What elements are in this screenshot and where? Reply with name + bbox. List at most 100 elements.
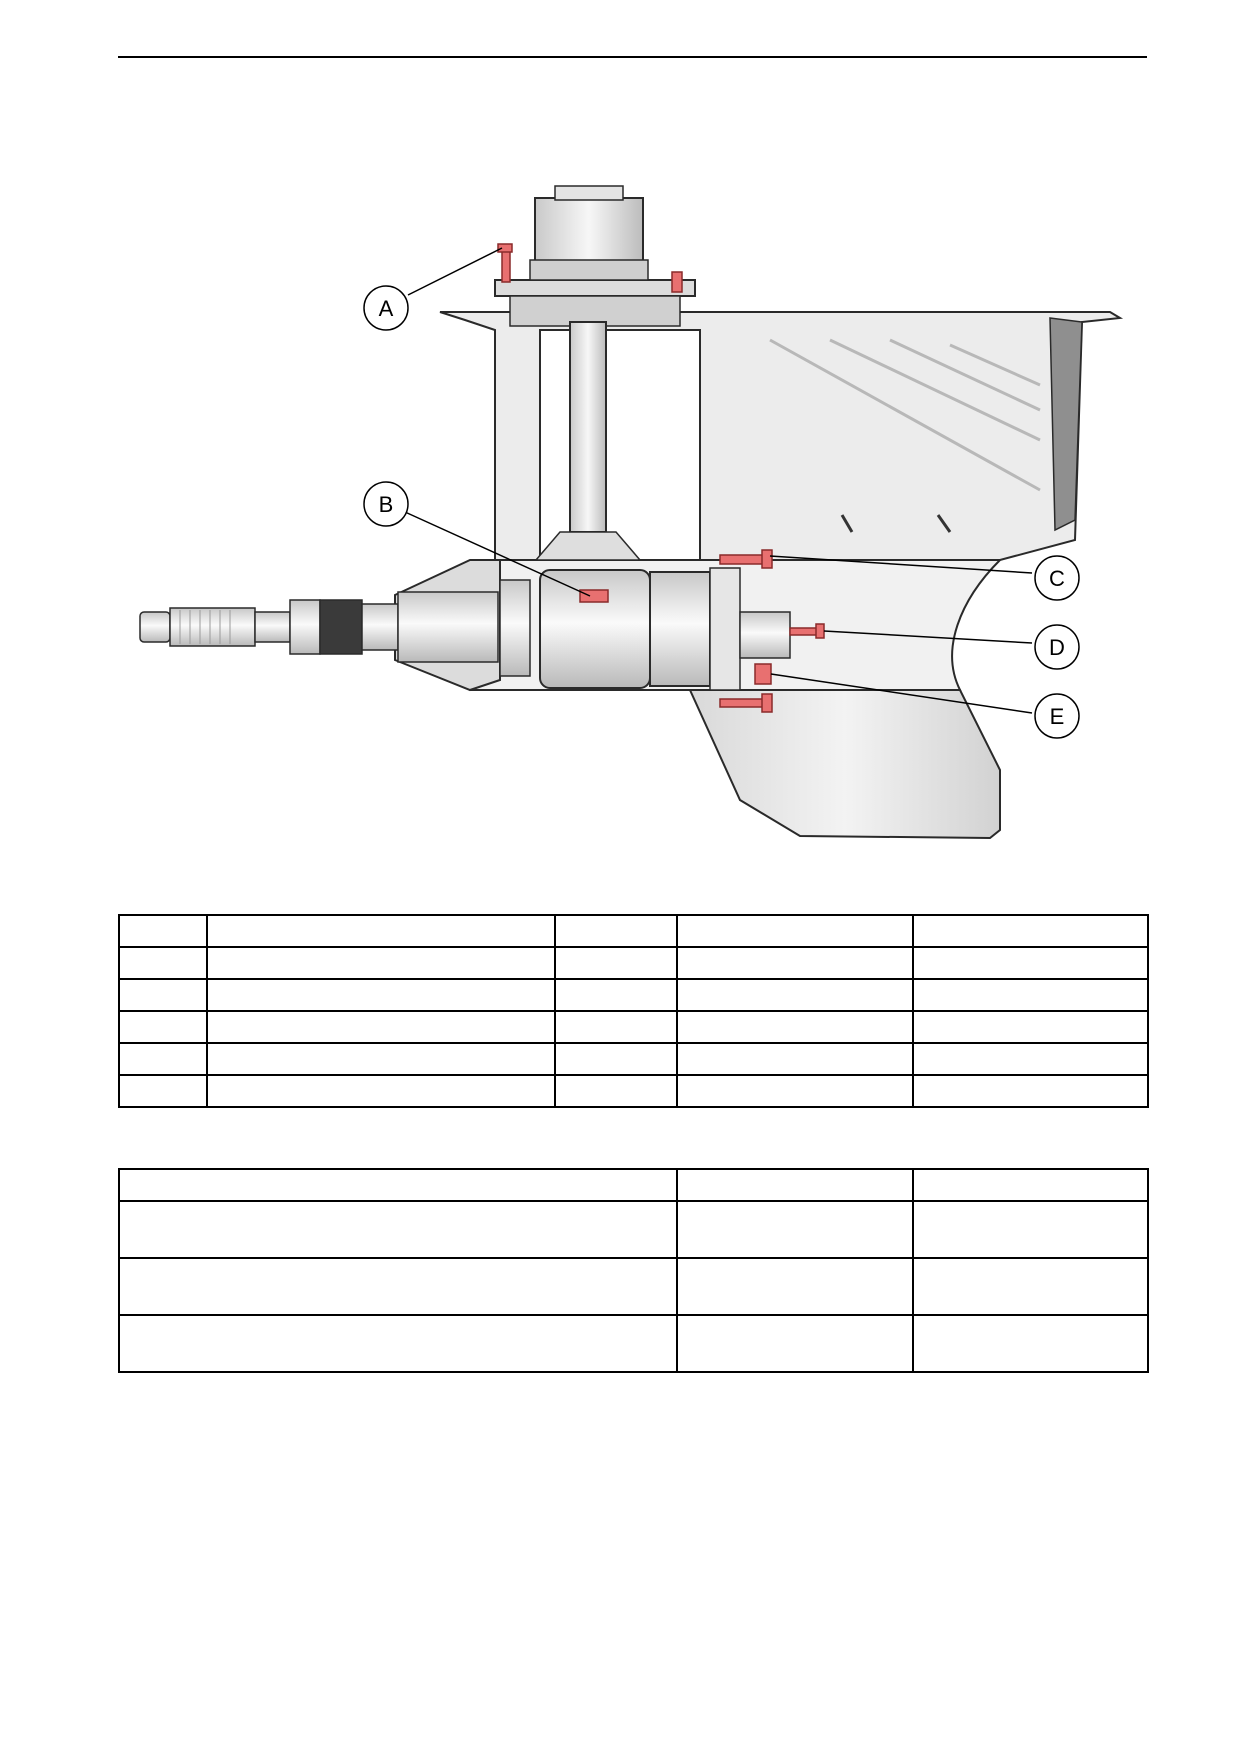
table-cell <box>554 1074 678 1108</box>
rear-hub <box>739 611 791 659</box>
housing-rim <box>1049 317 1083 532</box>
callout-b-label: B <box>379 492 394 517</box>
table-row <box>118 1074 1149 1108</box>
table-cell <box>676 1042 914 1076</box>
propshaft-mid <box>361 603 399 651</box>
table-cell <box>554 978 678 1012</box>
table-cell <box>912 914 1149 948</box>
table-cell <box>118 1074 208 1108</box>
table-cell <box>676 1314 914 1373</box>
bearing-carrier <box>499 579 531 677</box>
callout-d: D <box>1034 624 1080 670</box>
table-cell <box>912 1314 1149 1373</box>
fastener-c-head <box>761 549 773 569</box>
top-bearing-base <box>529 259 649 281</box>
table-cell <box>676 1168 914 1202</box>
table-cell <box>118 1257 678 1316</box>
table-cell <box>912 946 1149 980</box>
fastener-a <box>501 247 511 283</box>
callout-e: E <box>1034 693 1080 739</box>
fastener-d-head <box>815 623 825 639</box>
clutch <box>649 571 711 687</box>
table-header-row <box>118 1168 1149 1202</box>
callout-c-label: C <box>1049 566 1065 591</box>
table-cell <box>118 1042 208 1076</box>
callout-d-label: D <box>1049 635 1065 660</box>
table-cell <box>676 1200 914 1259</box>
table-cell <box>206 946 556 980</box>
driveshaft-flare <box>534 531 642 561</box>
table-row <box>118 1010 1149 1044</box>
propshaft-body <box>254 611 291 643</box>
callout-b: B <box>363 481 409 527</box>
callout-e-label: E <box>1050 704 1065 729</box>
fastener-a-head <box>497 243 513 253</box>
table-row <box>118 1257 1149 1316</box>
reverse-bearing <box>709 567 741 691</box>
callout-c: C <box>1034 555 1080 601</box>
table-cell <box>206 914 556 948</box>
table-cell <box>676 914 914 948</box>
propshaft-splined-end <box>139 611 171 643</box>
fastener-a2 <box>671 271 683 293</box>
table-row <box>118 1200 1149 1259</box>
table-cell <box>118 946 208 980</box>
table-cell <box>912 1168 1149 1202</box>
table-cell <box>554 914 678 948</box>
table-cell <box>206 1042 556 1076</box>
table-cell <box>554 1042 678 1076</box>
table-cell <box>912 1200 1149 1259</box>
leader-d <box>823 630 1033 644</box>
table-cell <box>912 1010 1149 1044</box>
housing-ribs <box>769 338 1041 492</box>
leader-b <box>404 511 591 597</box>
table-cell <box>554 946 678 980</box>
table-cell <box>118 914 208 948</box>
housing-slots <box>840 514 952 533</box>
table-header-row <box>118 914 1149 948</box>
table-cell <box>676 978 914 1012</box>
forward-gear <box>539 569 651 689</box>
table-row <box>118 1042 1149 1076</box>
driveshaft <box>569 321 607 533</box>
table-cell <box>676 1257 914 1316</box>
callout-a-label: A <box>379 296 394 321</box>
table-cell <box>118 1010 208 1044</box>
leader-a <box>407 247 503 296</box>
table-row <box>118 978 1149 1012</box>
propshaft-collar <box>289 599 321 655</box>
table-cell <box>912 1042 1149 1076</box>
fastener-e <box>754 663 772 685</box>
fastener-e2-head <box>761 693 773 713</box>
fastener-b <box>579 589 609 603</box>
propshaft-seal <box>397 591 499 663</box>
table-cell <box>676 1074 914 1108</box>
table-cell <box>912 978 1149 1012</box>
table-cell <box>912 1257 1149 1316</box>
table-cell <box>118 1168 678 1202</box>
housing-skeg <box>688 689 1001 840</box>
table-cell <box>118 978 208 1012</box>
table-cell <box>676 946 914 980</box>
propshaft-thread <box>319 599 363 655</box>
table-cell <box>118 1200 678 1259</box>
leader-e <box>770 673 1033 714</box>
propshaft-spline <box>169 607 256 647</box>
top-bearing-cap <box>554 185 624 201</box>
table-cell <box>206 1010 556 1044</box>
header-rule <box>118 56 1147 58</box>
torque-table-fasteners <box>118 914 1149 1108</box>
table-cell <box>206 1074 556 1108</box>
table-row <box>118 946 1149 980</box>
table-cell <box>206 978 556 1012</box>
table-cell <box>912 1074 1149 1108</box>
gearcase-section-illustration: A B C D E <box>139 185 1124 840</box>
table-cell <box>554 1010 678 1044</box>
callout-a: A <box>363 285 409 331</box>
leader-c <box>769 555 1033 574</box>
table-cell <box>118 1314 678 1373</box>
cover-plate <box>494 279 696 297</box>
torque-table-procedures <box>118 1168 1149 1373</box>
housing-upper <box>439 311 1124 561</box>
table-row <box>118 1314 1149 1373</box>
